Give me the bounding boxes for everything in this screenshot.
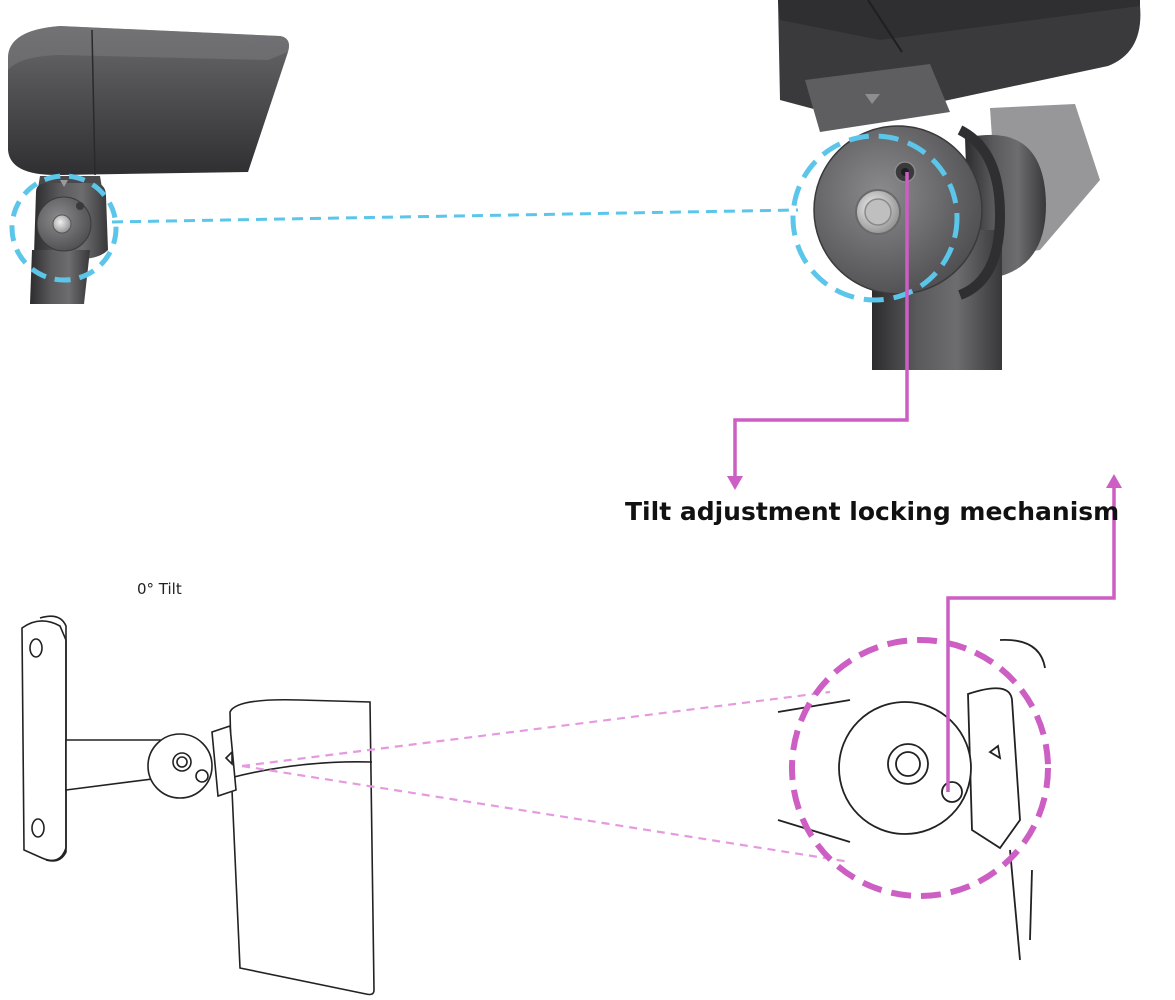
callout-label: Tilt adjustment locking mechanism bbox=[625, 497, 1120, 526]
camera-drawing-small bbox=[21, 615, 375, 996]
detail-circle-drawing bbox=[789, 637, 1051, 899]
detail-circle-zoomed bbox=[790, 133, 960, 303]
leader-line-drawing bbox=[946, 486, 1116, 792]
connector-line-blue bbox=[111, 208, 799, 224]
camera-photo-small bbox=[8, 26, 289, 304]
connector-line-pink-lower bbox=[241, 764, 851, 864]
tilt-label: 0° Tilt bbox=[137, 580, 182, 598]
camera-photo-zoomed bbox=[778, 0, 1141, 370]
arrowhead-down-icon bbox=[727, 476, 743, 490]
connector-line-pink-upper bbox=[241, 690, 831, 768]
detail-circle-small bbox=[9, 173, 119, 283]
camera-drawing-zoomed bbox=[777, 639, 1046, 961]
arrowhead-up-icon bbox=[1106, 474, 1122, 488]
leader-line-photo bbox=[733, 172, 909, 478]
